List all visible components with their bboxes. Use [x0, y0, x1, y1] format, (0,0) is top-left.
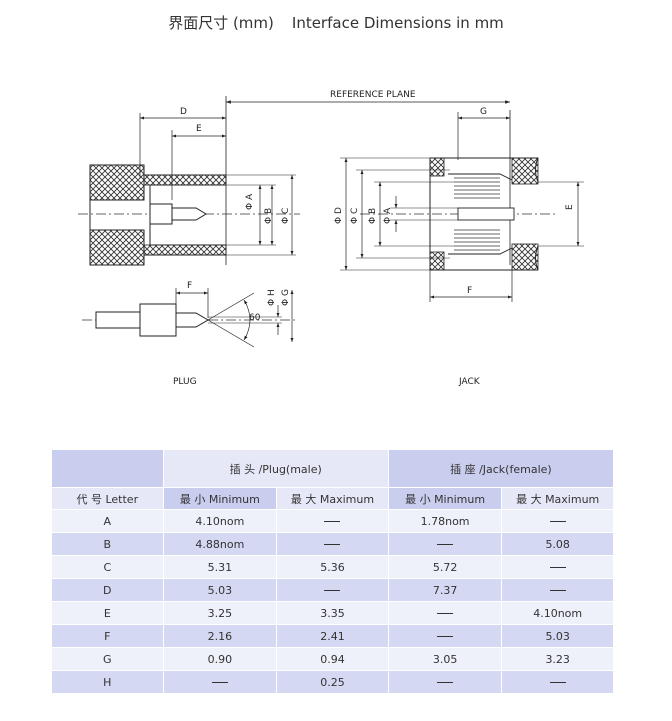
plug-dim-b: Φ B — [264, 207, 274, 224]
title-cn: 界面尺寸 (mm) — [168, 14, 274, 32]
plug-caption: PLUG — [173, 377, 197, 387]
cell-jack-min — [388, 625, 502, 647]
col-plug-min: 最 小 Minimum — [163, 488, 277, 509]
plug-dim-e: E — [196, 124, 202, 134]
cell-plug-min: 3.25 — [163, 602, 277, 624]
jack-dim-e: E — [565, 204, 575, 210]
table-row: H 0.25 — [52, 671, 613, 693]
jack-dim-f: F — [467, 286, 473, 296]
empty-dash — [437, 681, 454, 684]
cell-plug-max: 2.41 — [277, 625, 388, 647]
plug-dim-g: Φ G — [281, 289, 291, 306]
cell-jack-max — [502, 579, 613, 601]
plug-dim-c: Φ C — [281, 207, 291, 224]
cell-jack-min: 3.05 — [388, 648, 502, 670]
plug-dim-a: Φ A — [245, 193, 255, 210]
empty-dash — [437, 635, 454, 638]
jack-drawing — [340, 112, 584, 302]
cell-plug-min: 5.31 — [163, 556, 277, 578]
jack-dim-b: Φ B — [368, 207, 378, 224]
dimension-table: 插 头 /Plug(male) 插 座 /Jack(female) 代 号 Le… — [51, 449, 614, 694]
cell-plug-min: 2.16 — [163, 625, 277, 647]
group-plug: 插 头 /Plug(male) — [163, 450, 388, 487]
angle-label: 60 — [249, 313, 261, 323]
plug-dim-h: Φ H — [267, 289, 277, 306]
cell-letter: E — [52, 602, 163, 624]
cell-plug-max: 3.35 — [277, 602, 388, 624]
col-jack-max: 最 大 Maximum — [502, 488, 613, 509]
empty-dash — [549, 589, 566, 592]
cell-jack-max — [502, 510, 613, 532]
cell-plug-min — [163, 671, 277, 693]
jack-dim-d: Φ D — [334, 207, 344, 224]
reference-plane-label: REFERENCE PLANE — [330, 90, 416, 100]
table-group-header: 插 头 /Plug(male) 插 座 /Jack(female) — [52, 450, 613, 487]
empty-dash — [549, 520, 566, 523]
table-corner — [52, 450, 163, 487]
cell-plug-min: 4.88nom — [163, 533, 277, 555]
cell-plug-min: 0.90 — [163, 648, 277, 670]
cell-letter: C — [52, 556, 163, 578]
cell-plug-max: 0.94 — [277, 648, 388, 670]
empty-dash — [437, 612, 454, 615]
plug-pin-detail — [82, 288, 298, 348]
cell-plug-max: 5.36 — [277, 556, 388, 578]
cell-letter: G — [52, 648, 163, 670]
empty-dash — [324, 543, 341, 546]
empty-dash — [437, 543, 454, 546]
cell-letter: H — [52, 671, 163, 693]
cell-plug-max — [277, 579, 388, 601]
cell-letter: F — [52, 625, 163, 647]
plug-drawing — [78, 113, 300, 266]
cell-jack-min — [388, 533, 502, 555]
jack-dim-c: Φ C — [350, 207, 360, 224]
cell-letter: B — [52, 533, 163, 555]
jack-dim-a: Φ A — [383, 207, 393, 224]
plug-dim-f: F — [187, 281, 193, 291]
cell-jack-max — [502, 671, 613, 693]
plug-dim-d: D — [180, 107, 187, 117]
reference-plane-dimension — [225, 96, 511, 265]
col-letter: 代 号 Letter — [52, 488, 163, 509]
cell-jack-min: 5.72 — [388, 556, 502, 578]
table-column-header: 代 号 Letter 最 小 Minimum 最 大 Maximum 最 小 M… — [52, 488, 613, 509]
page-title: 界面尺寸 (mm) Interface Dimensions in mm — [0, 12, 672, 33]
cell-plug-min: 4.10nom — [163, 510, 277, 532]
cell-jack-max — [502, 556, 613, 578]
empty-dash — [324, 520, 341, 523]
cell-jack-min: 1.78nom — [388, 510, 502, 532]
cell-jack-max: 5.03 — [502, 625, 613, 647]
cell-plug-max: 0.25 — [277, 671, 388, 693]
empty-dash — [324, 589, 341, 592]
empty-dash — [549, 566, 566, 569]
group-jack: 插 座 /Jack(female) — [388, 450, 613, 487]
title-en: Interface Dimensions in mm — [291, 14, 504, 32]
cell-jack-min — [388, 671, 502, 693]
interface-drawing — [78, 96, 584, 348]
cell-letter: A — [52, 510, 163, 532]
cell-plug-min: 5.03 — [163, 579, 277, 601]
empty-dash — [211, 681, 228, 684]
cell-jack-max: 5.08 — [502, 533, 613, 555]
col-jack-min: 最 小 Minimum — [388, 488, 502, 509]
cell-jack-min — [388, 602, 502, 624]
col-plug-max: 最 大 Maximum — [277, 488, 388, 509]
jack-caption: JACK — [459, 377, 480, 387]
cell-jack-max: 3.23 — [502, 648, 613, 670]
cell-jack-min: 7.37 — [388, 579, 502, 601]
cell-plug-max — [277, 533, 388, 555]
cell-jack-max: 4.10nom — [502, 602, 613, 624]
cell-letter: D — [52, 579, 163, 601]
cell-plug-max — [277, 510, 388, 532]
empty-dash — [549, 681, 566, 684]
jack-dim-g: G — [480, 107, 487, 117]
